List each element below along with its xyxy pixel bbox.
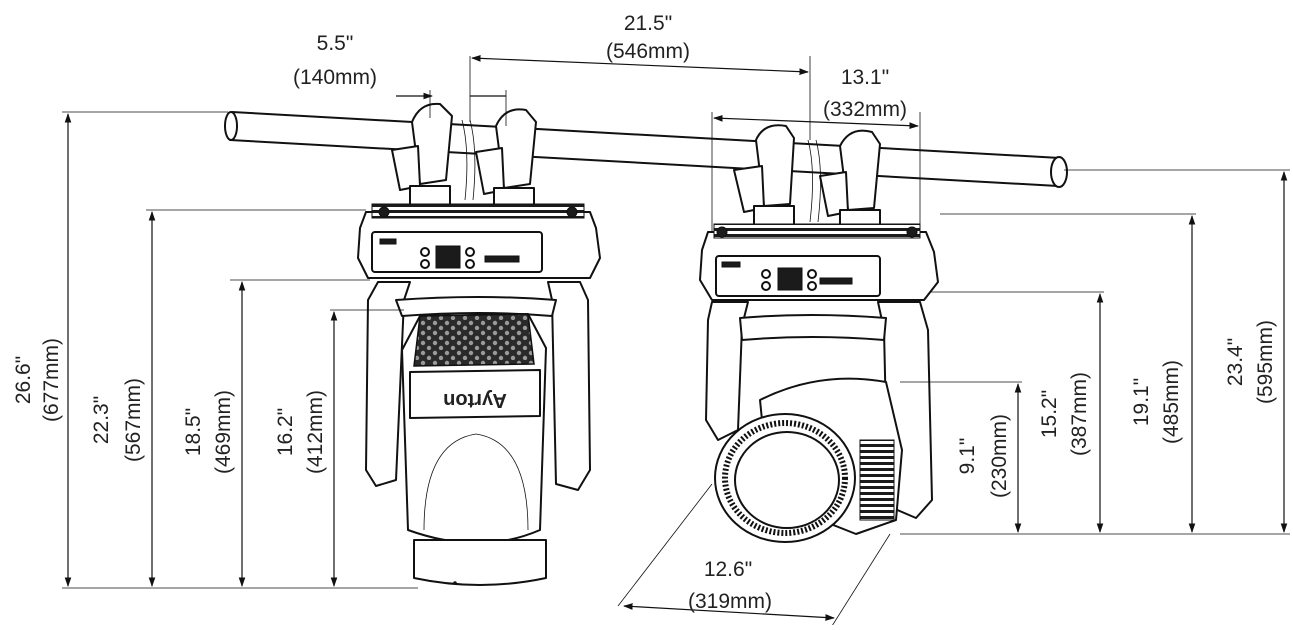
safety-cable	[461, 119, 476, 201]
yoke-height-metric: (469mm)	[212, 390, 235, 474]
outer-width-imperial: 21.5"	[624, 12, 672, 35]
yoke-side-metric: (387mm)	[1068, 372, 1091, 456]
dimension-lines	[62, 55, 1290, 627]
fixture-front-view: Ayrton	[357, 102, 601, 586]
total-side-metric: (595mm)	[1254, 320, 1277, 404]
base-height-imperial: 22.3"	[90, 396, 113, 444]
yoke-side-imperial: 15.2"	[1038, 390, 1061, 438]
clamp-left	[391, 102, 453, 209]
lens-center-metric: (230mm)	[988, 414, 1011, 498]
lens	[714, 413, 856, 543]
head-unit-side	[714, 377, 903, 543]
base-height-metric: (567mm)	[122, 378, 145, 462]
outer-width-metric: (546mm)	[606, 40, 690, 63]
total-height-metric: (677mm)	[40, 338, 63, 422]
dimension-labels: 21.5" (546mm) 5.5" (140mm) 13.1" (332mm)…	[12, 12, 1277, 613]
base-width-imperial: 13.1"	[841, 66, 889, 89]
base-side-imperial: 19.1"	[1130, 378, 1153, 426]
total-height-imperial: 26.6"	[12, 356, 35, 404]
clamp-spacing-metric: (140mm)	[293, 66, 377, 89]
fixture-side-view	[699, 124, 939, 543]
truss-pipe	[224, 111, 1068, 188]
head-height-imperial: 16.2"	[274, 408, 297, 456]
lens-center-imperial: 9.1"	[956, 438, 979, 475]
base-unit-side	[699, 223, 939, 301]
fixture-logo: Ayrton	[443, 389, 507, 411]
safety-cable-side	[807, 139, 821, 223]
head-unit: Ayrton	[401, 313, 547, 586]
base-side-metric: (485mm)	[1160, 360, 1183, 444]
yoke-height-imperial: 18.5"	[182, 408, 205, 456]
yoke	[365, 281, 591, 491]
lens-diameter-imperial: 12.6"	[704, 558, 752, 581]
base-unit	[357, 203, 601, 279]
base-width-metric: (332mm)	[823, 98, 907, 121]
head-height-metric: (412mm)	[304, 390, 327, 474]
total-side-imperial: 23.4"	[1224, 338, 1247, 386]
lens-diameter-metric: (319mm)	[688, 590, 772, 613]
clamp-spacing-imperial: 5.5"	[317, 32, 354, 55]
